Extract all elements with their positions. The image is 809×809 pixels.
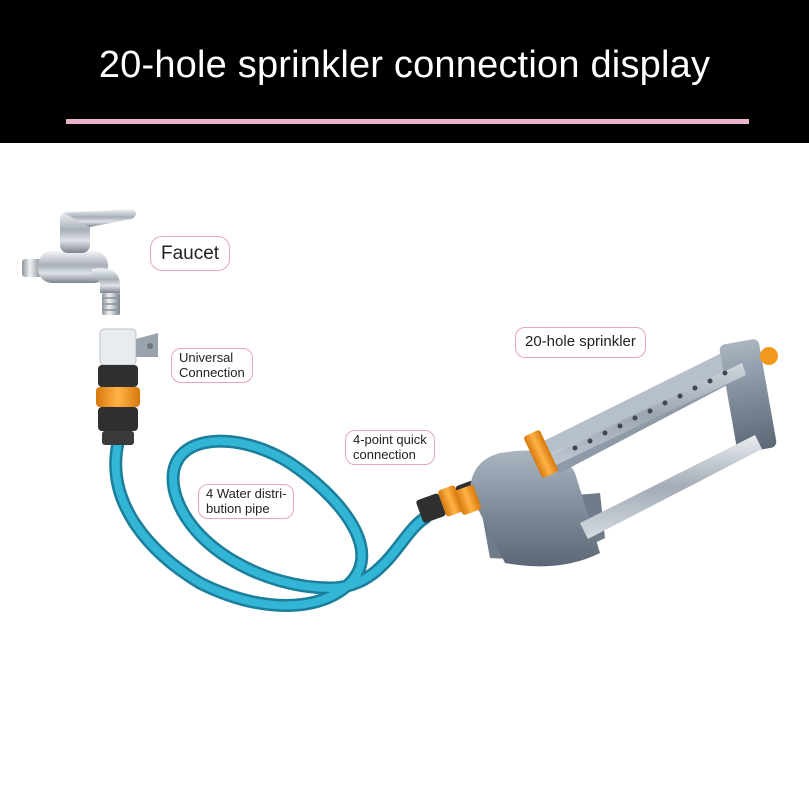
faucet-label: Faucet xyxy=(150,236,230,271)
quick-connection-label-line2: connection xyxy=(353,448,427,463)
quick-connection-label: 4-point quick connection xyxy=(345,430,435,465)
water-hose-highlight xyxy=(116,441,425,605)
product-illustration xyxy=(0,143,809,809)
universal-connector-image xyxy=(96,329,158,445)
sprinkler-label: 20-hole sprinkler xyxy=(515,327,646,358)
quick-connection-label-line1: 4-point quick xyxy=(353,433,427,448)
header-divider xyxy=(66,119,749,124)
universal-connection-label-line1: Universal xyxy=(179,351,245,366)
distribution-pipe-label: 4 Water distri- bution pipe xyxy=(198,484,294,519)
distribution-pipe-label-line1: 4 Water distri- xyxy=(206,487,286,502)
faucet-image xyxy=(22,209,136,315)
page-title: 20-hole sprinkler connection display xyxy=(0,44,809,87)
distribution-pipe-label-line2: bution pipe xyxy=(206,502,286,517)
diagram-scene: Faucet Universal Connection 4-point quic… xyxy=(0,143,809,809)
universal-connection-label-line2: Connection xyxy=(179,366,245,381)
sprinkler-image xyxy=(454,338,778,566)
header-banner: 20-hole sprinkler connection display xyxy=(0,0,809,143)
universal-connection-label: Universal Connection xyxy=(171,348,253,383)
